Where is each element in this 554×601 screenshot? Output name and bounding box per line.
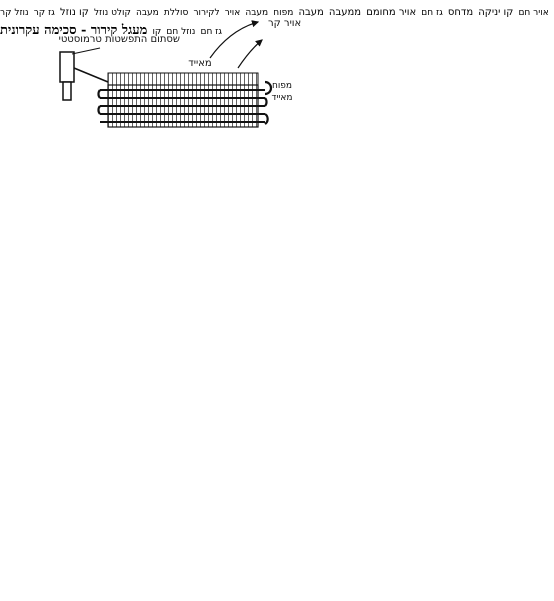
diagram-title: מעגל קירור - סכימה עקרונית bbox=[0, 23, 148, 38]
cooling-air-label-3: סוללת bbox=[163, 8, 189, 18]
cooling-air-label-1: אויר bbox=[224, 8, 241, 18]
hot-air-label-1: אויר מחומם bbox=[366, 7, 417, 18]
legend-hot-gas-label: גז חם bbox=[200, 27, 223, 37]
legend-cold-gas-label: גז קר bbox=[33, 8, 55, 18]
legend-line-label: קו bbox=[152, 27, 162, 37]
warm-air-evap-label: אויר חם bbox=[518, 8, 549, 18]
evaporator-label: מאייד bbox=[188, 58, 211, 69]
evaporator-unit bbox=[97, 72, 273, 128]
cooling-air-label-4: מעבה bbox=[135, 8, 159, 18]
expansion-valve bbox=[59, 47, 109, 101]
condenser-fan-label-2: מעבה bbox=[245, 8, 269, 18]
condenser-label: מעבה bbox=[298, 7, 324, 18]
evaporator-fan-label-2: מאייד bbox=[271, 93, 292, 103]
cooling-air-label-2: לקירור bbox=[193, 8, 220, 18]
hot-gas-side-label: גז חם bbox=[421, 8, 443, 18]
compressor-label: מדחס bbox=[447, 7, 474, 18]
suction-line-label: קו יניקה bbox=[478, 7, 514, 18]
legend-cold-liquid-label: נוזל קר bbox=[0, 8, 29, 18]
hot-air-label-2: ממעבה bbox=[328, 7, 362, 18]
condenser-fan-label-1: מפוח bbox=[273, 8, 294, 18]
cold-air-label: אויר קר bbox=[268, 18, 301, 29]
expansion-valve-label: שסתום התפשטות טרמוסטטי bbox=[59, 34, 180, 45]
receiver-label: קולט נוזל bbox=[93, 8, 131, 18]
legend-hot-liquid-label: נוזל חם bbox=[166, 27, 196, 37]
liquid-line-label: קו נוזל bbox=[59, 7, 89, 18]
cold-air-arrows bbox=[209, 20, 263, 69]
evaporator-fan-label-1: מפוח bbox=[272, 81, 292, 91]
